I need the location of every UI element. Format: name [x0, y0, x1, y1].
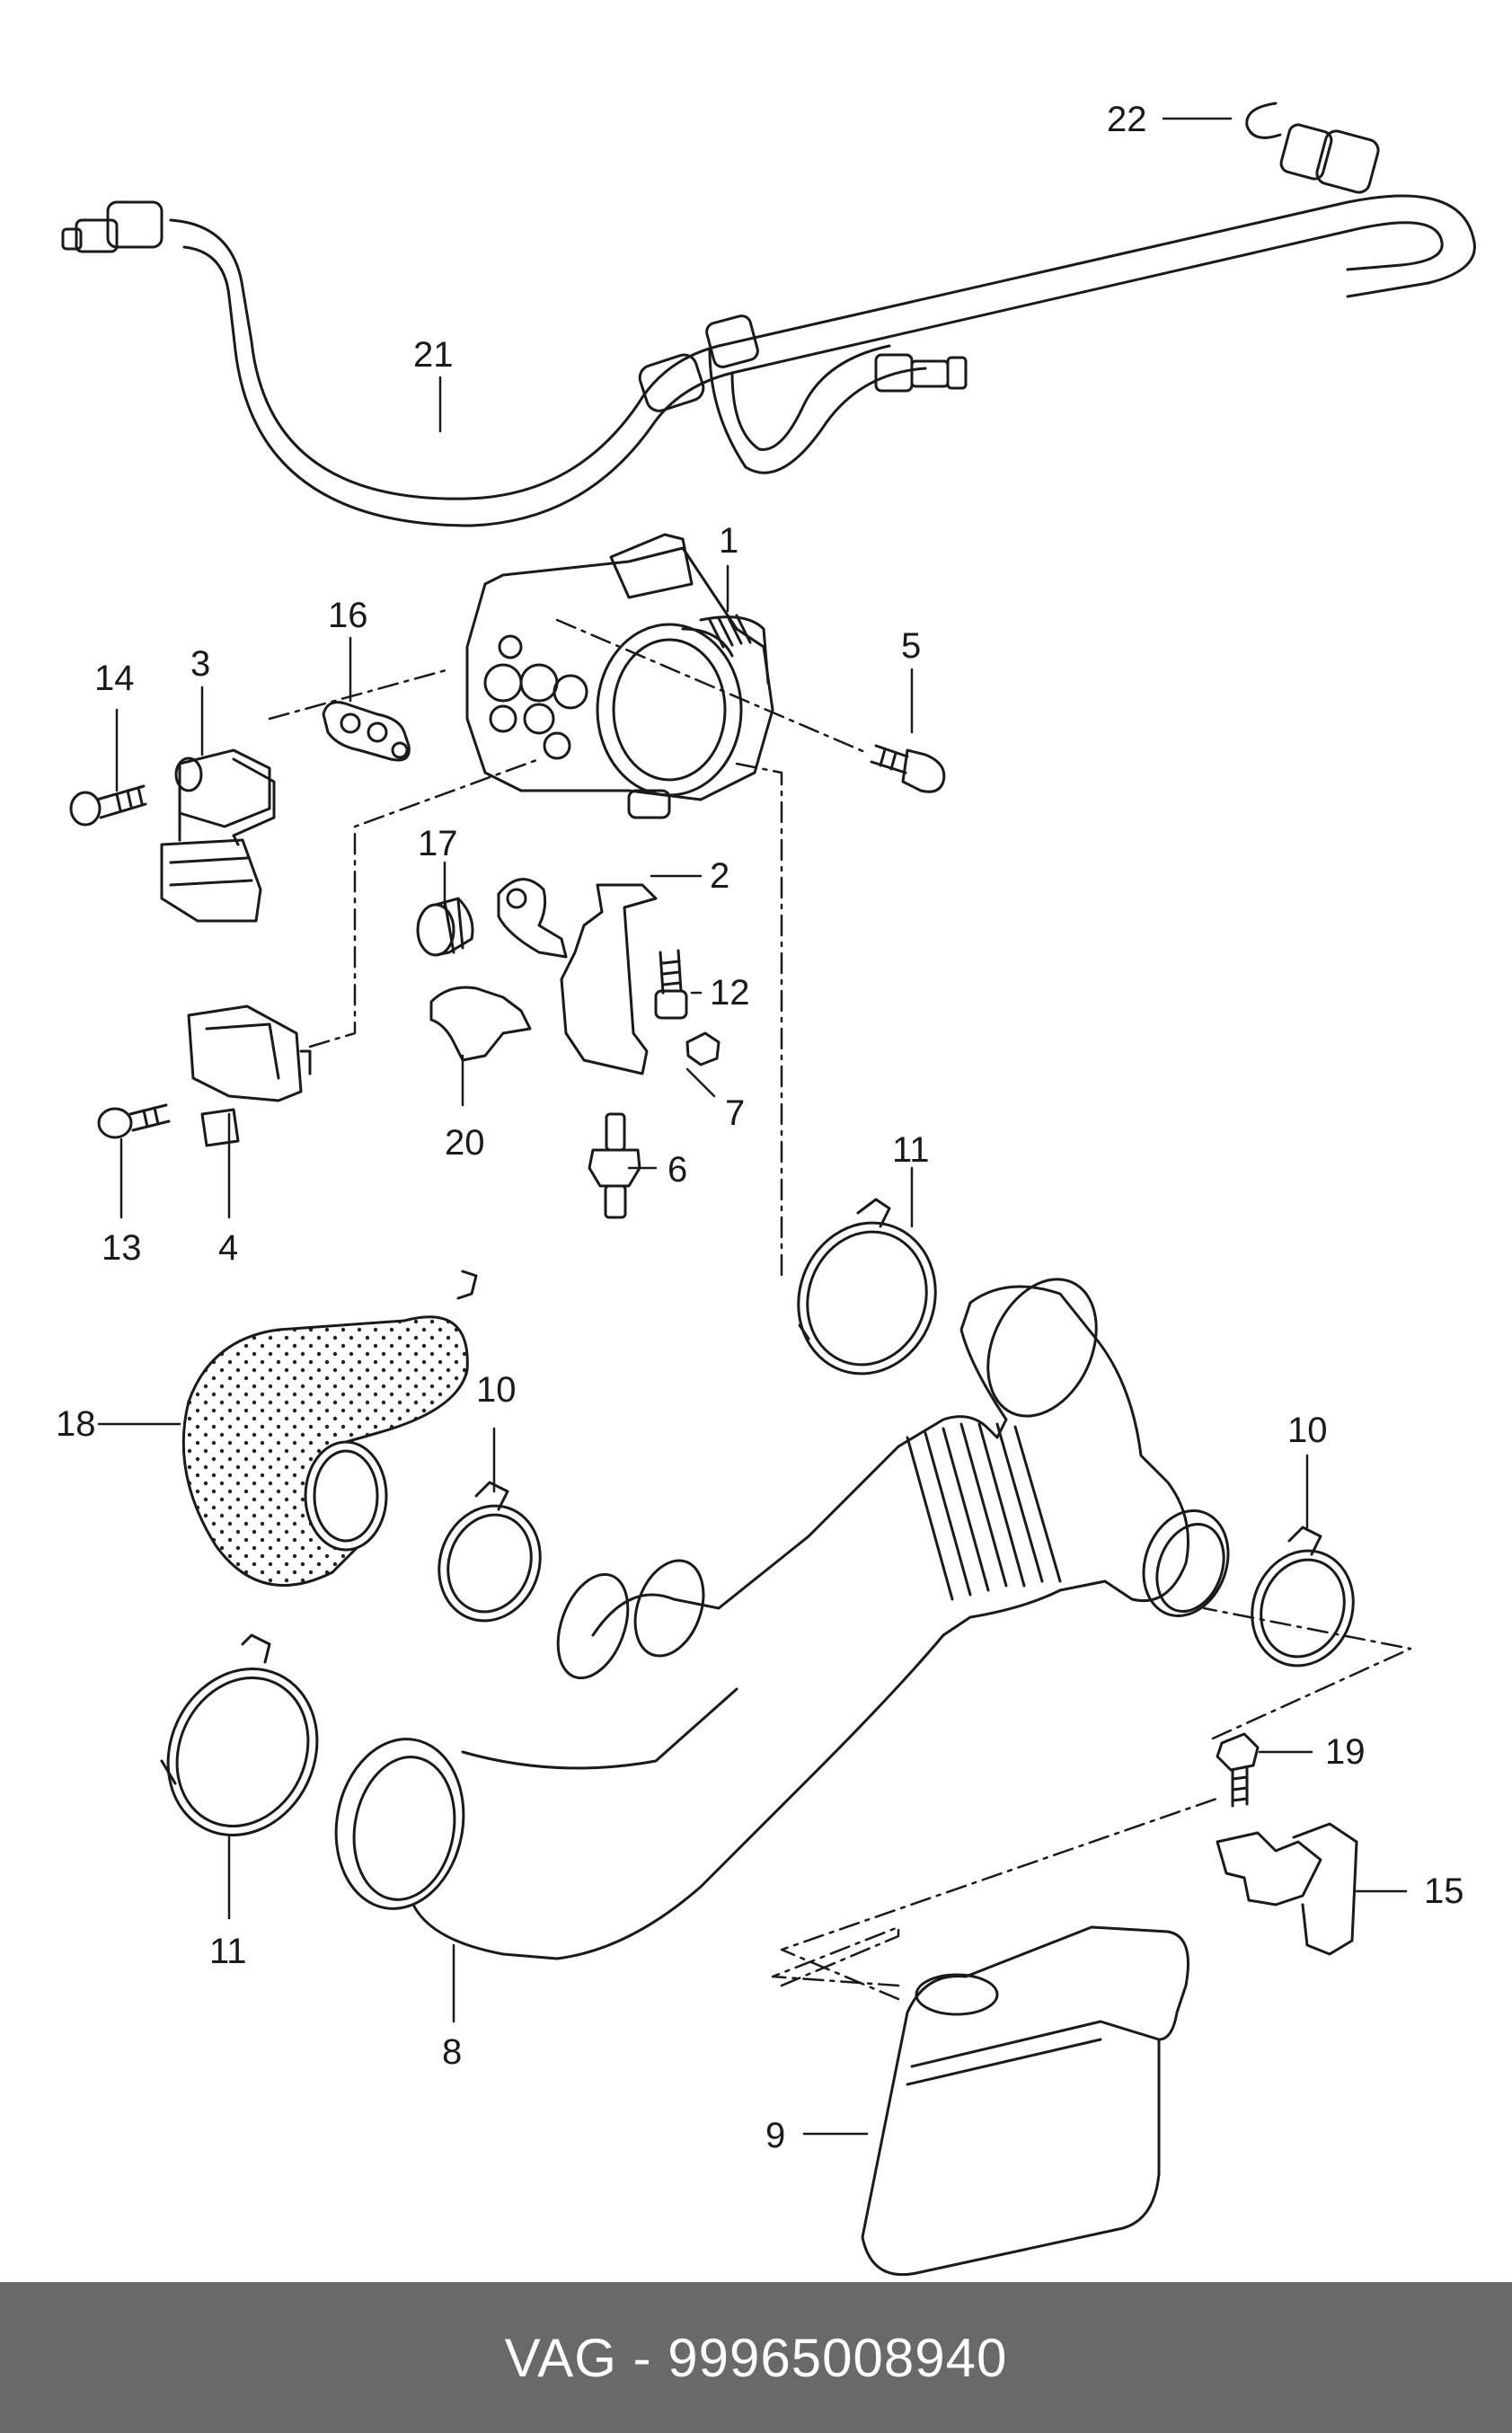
footer-banner: VAG - 99965008940	[0, 2282, 1512, 2433]
callout-5: 5	[901, 626, 921, 666]
damper	[416, 897, 474, 957]
callout-7: 7	[725, 1093, 745, 1133]
assembly-leaders	[268, 618, 1412, 2001]
callout-10-left: 10	[476, 1370, 517, 1410]
hose-clamp-11-lower	[160, 1633, 319, 1836]
intake-air-duct	[334, 1278, 1230, 1960]
valve	[160, 748, 276, 923]
hose-clamp-10-right	[1251, 1526, 1355, 1668]
part-number-text: VAG - 99965008940	[504, 2327, 1008, 2388]
callout-17: 17	[418, 824, 458, 863]
throttle-body	[465, 533, 774, 819]
sensor	[187, 1004, 312, 1147]
bracket-15	[1216, 1822, 1358, 1956]
callout-1: 1	[719, 521, 738, 561]
callout-4: 4	[218, 1228, 238, 1268]
hose-clamp-11-upper	[797, 1198, 937, 1376]
callout-2: 2	[710, 856, 729, 896]
callout-8: 8	[442, 2032, 462, 2072]
gasket	[322, 701, 411, 762]
callout-11-upper: 11	[892, 1130, 930, 1170]
callout-10-right: 10	[1287, 1411, 1328, 1450]
callout-3: 3	[190, 644, 210, 684]
check-valve	[588, 1112, 641, 1219]
bolt-12	[654, 949, 688, 1020]
callout-15: 15	[1424, 1871, 1464, 1911]
bolt-13	[97, 1103, 171, 1139]
callout-18: 18	[56, 1404, 96, 1444]
callout-19: 19	[1325, 1732, 1366, 1772]
callout-12: 12	[710, 973, 750, 1013]
nut	[685, 1031, 721, 1066]
callout-21: 21	[413, 335, 454, 375]
bolt-14	[69, 784, 147, 827]
callout-22: 22	[1107, 100, 1147, 139]
callout-20: 20	[445, 1123, 485, 1163]
hose-clamp-10-left	[438, 1481, 542, 1623]
bolt-19	[1216, 1732, 1260, 1808]
callout-labels: 1 2 3 4 5 6 7 8 9 10 10 11 11 12 13 14 1…	[56, 100, 1464, 2155]
callout-14: 14	[94, 659, 135, 698]
callout-6: 6	[668, 1150, 687, 1190]
callout-11-lower: 11	[209, 1932, 247, 1971]
bracket	[560, 883, 658, 1075]
callout-16: 16	[328, 596, 368, 635]
breather-hose	[181, 1270, 478, 1587]
vacuum-hose-line	[61, 123, 1476, 527]
callout-leaders	[97, 117, 1408, 2136]
retaining-clip-22	[1245, 102, 1282, 139]
clip-20	[429, 986, 532, 1062]
washer-hole	[506, 888, 527, 909]
callout-13: 13	[102, 1228, 142, 1268]
bolt-5	[870, 744, 946, 793]
parts-diagram: 1 2 3 4 5 6 7 8 9 10 10 11 11 12 13 14 1…	[56, 100, 1476, 2277]
callout-9: 9	[765, 2116, 785, 2155]
air-guide	[861, 1925, 1189, 2277]
washer-bracket	[497, 878, 568, 959]
